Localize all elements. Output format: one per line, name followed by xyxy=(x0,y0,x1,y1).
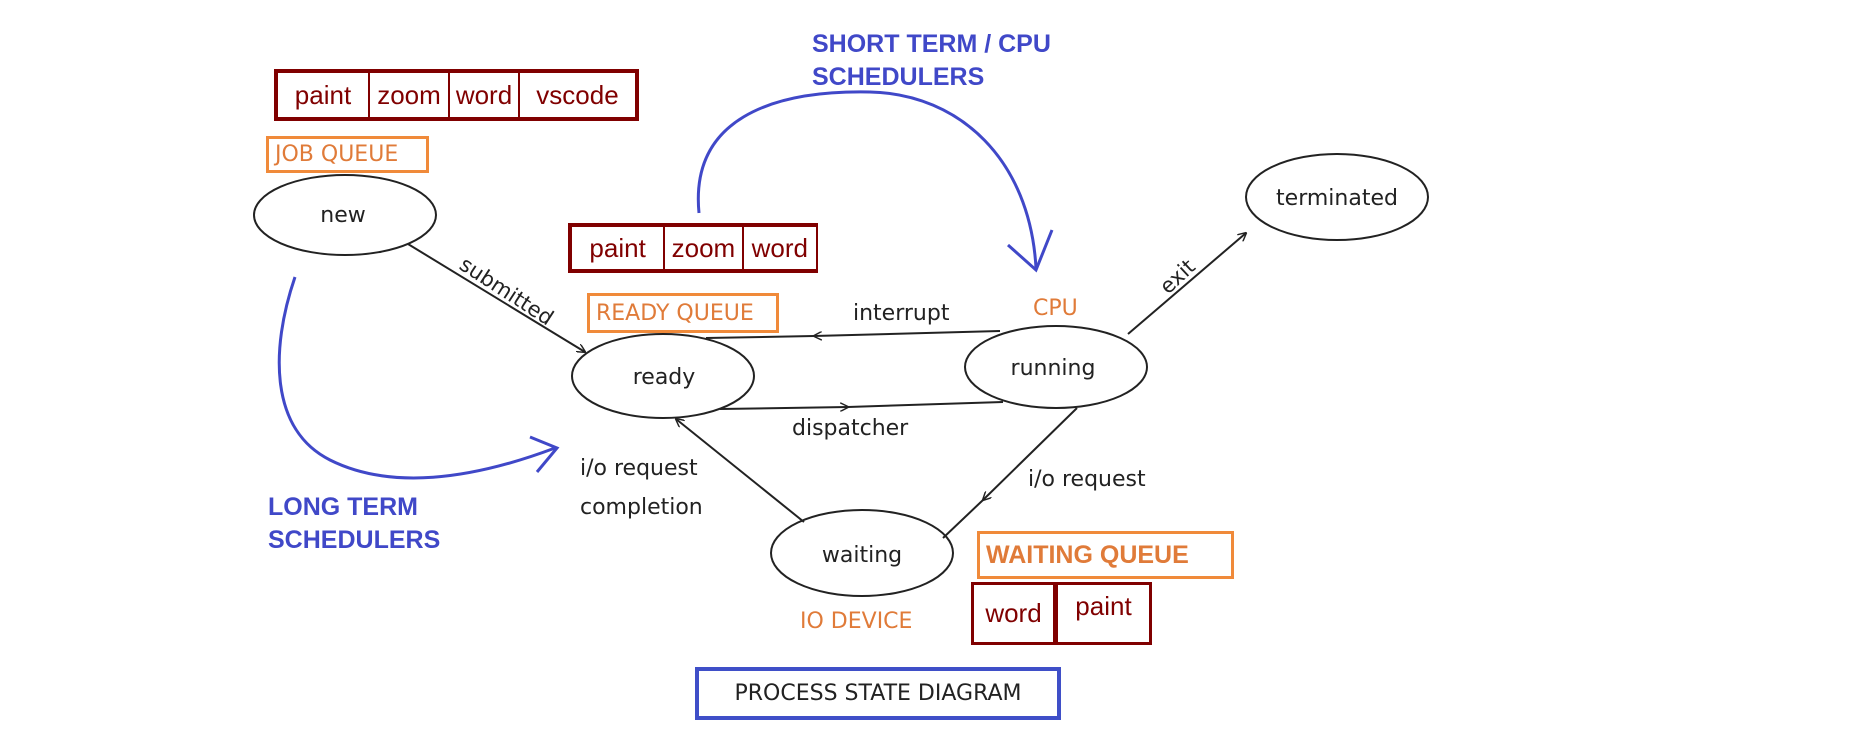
edge-waiting-to-ready xyxy=(676,419,805,523)
job-queue-text: JOB QUEUE xyxy=(275,142,399,167)
waiting-queue-item: paint xyxy=(1075,591,1132,621)
state-running-label: running xyxy=(1011,356,1096,381)
long-term-line1: LONG TERM xyxy=(268,493,418,521)
edge-running-to-terminated xyxy=(1127,233,1246,335)
short-term-scheduler-arrow xyxy=(696,90,1038,269)
job-queue-item: zoom xyxy=(370,73,450,117)
job-queue-item: paint xyxy=(278,73,370,117)
diagram-caption: PROCESS STATE DIAGRAM xyxy=(695,667,1061,720)
state-running-node xyxy=(964,325,1148,409)
job-queue-items: paint zoom word vscode xyxy=(274,69,639,121)
ready-queue-label: READY QUEUE xyxy=(587,293,779,333)
short-term-line2: SCHEDULERS xyxy=(812,63,985,91)
transition-exit-label: exit xyxy=(1155,254,1200,298)
state-terminated-node xyxy=(1245,153,1429,241)
state-waiting-node xyxy=(770,509,954,597)
transition-io-completion-line2: completion xyxy=(580,495,703,520)
state-new-label: new xyxy=(320,203,365,228)
long-term-scheduler-arrow xyxy=(277,276,556,480)
edge-interrupt-tail xyxy=(705,335,815,339)
job-queue-item: vscode xyxy=(536,79,619,110)
io-device-label: IO DEVICE xyxy=(800,609,912,634)
long-term-scheduler-arrowhead xyxy=(529,435,560,473)
short-term-scheduler-note: SHORT TERM / CPU SCHEDULERS xyxy=(812,28,1051,94)
transition-interrupt-label: interrupt xyxy=(853,301,950,326)
ready-queue-text: READY QUEUE xyxy=(596,300,754,326)
long-term-scheduler-note: LONG TERM SCHEDULERS xyxy=(268,491,440,557)
short-term-scheduler-arrowhead xyxy=(1007,229,1054,273)
state-ready-label: ready xyxy=(633,365,696,390)
waiting-queue-text: WAITING QUEUE xyxy=(986,540,1189,569)
waiting-queue-item: word xyxy=(974,585,1058,642)
edge-dispatcher-tail xyxy=(847,401,1004,408)
cpu-label: CPU xyxy=(1033,296,1078,321)
transition-io-completion-line1: i/o request xyxy=(580,456,698,481)
edge-waiting-tail xyxy=(942,499,984,539)
ready-queue-item: paint xyxy=(572,227,666,269)
ready-queue-items: paint zoom word xyxy=(568,223,818,273)
state-terminated-label: terminated xyxy=(1276,186,1398,211)
long-term-line2: SCHEDULERS xyxy=(268,526,441,554)
state-new-node xyxy=(253,174,437,256)
transition-dispatcher-label: dispatcher xyxy=(792,416,909,441)
state-waiting-label: waiting xyxy=(822,543,902,568)
edge-running-to-waiting xyxy=(983,407,1078,500)
waiting-queue-items: word paint xyxy=(971,582,1152,645)
transition-io-request-label: i/o request xyxy=(1028,467,1146,492)
ready-queue-item: zoom xyxy=(665,227,744,269)
waiting-queue-label: WAITING QUEUE xyxy=(977,531,1234,579)
state-ready-node xyxy=(571,333,755,419)
edge-new-to-ready xyxy=(407,243,585,352)
job-queue-label: JOB QUEUE xyxy=(266,136,429,173)
job-queue-item: word xyxy=(450,73,520,117)
ready-queue-item: word xyxy=(751,232,808,263)
transition-submitted-label: submitted xyxy=(455,252,557,330)
edge-running-to-ready-interrupt xyxy=(814,330,1001,336)
edge-ready-to-running-dispatcher xyxy=(719,407,848,409)
short-term-line1: SHORT TERM / CPU xyxy=(812,30,1051,58)
diagram-caption-text: PROCESS STATE DIAGRAM xyxy=(734,681,1022,706)
